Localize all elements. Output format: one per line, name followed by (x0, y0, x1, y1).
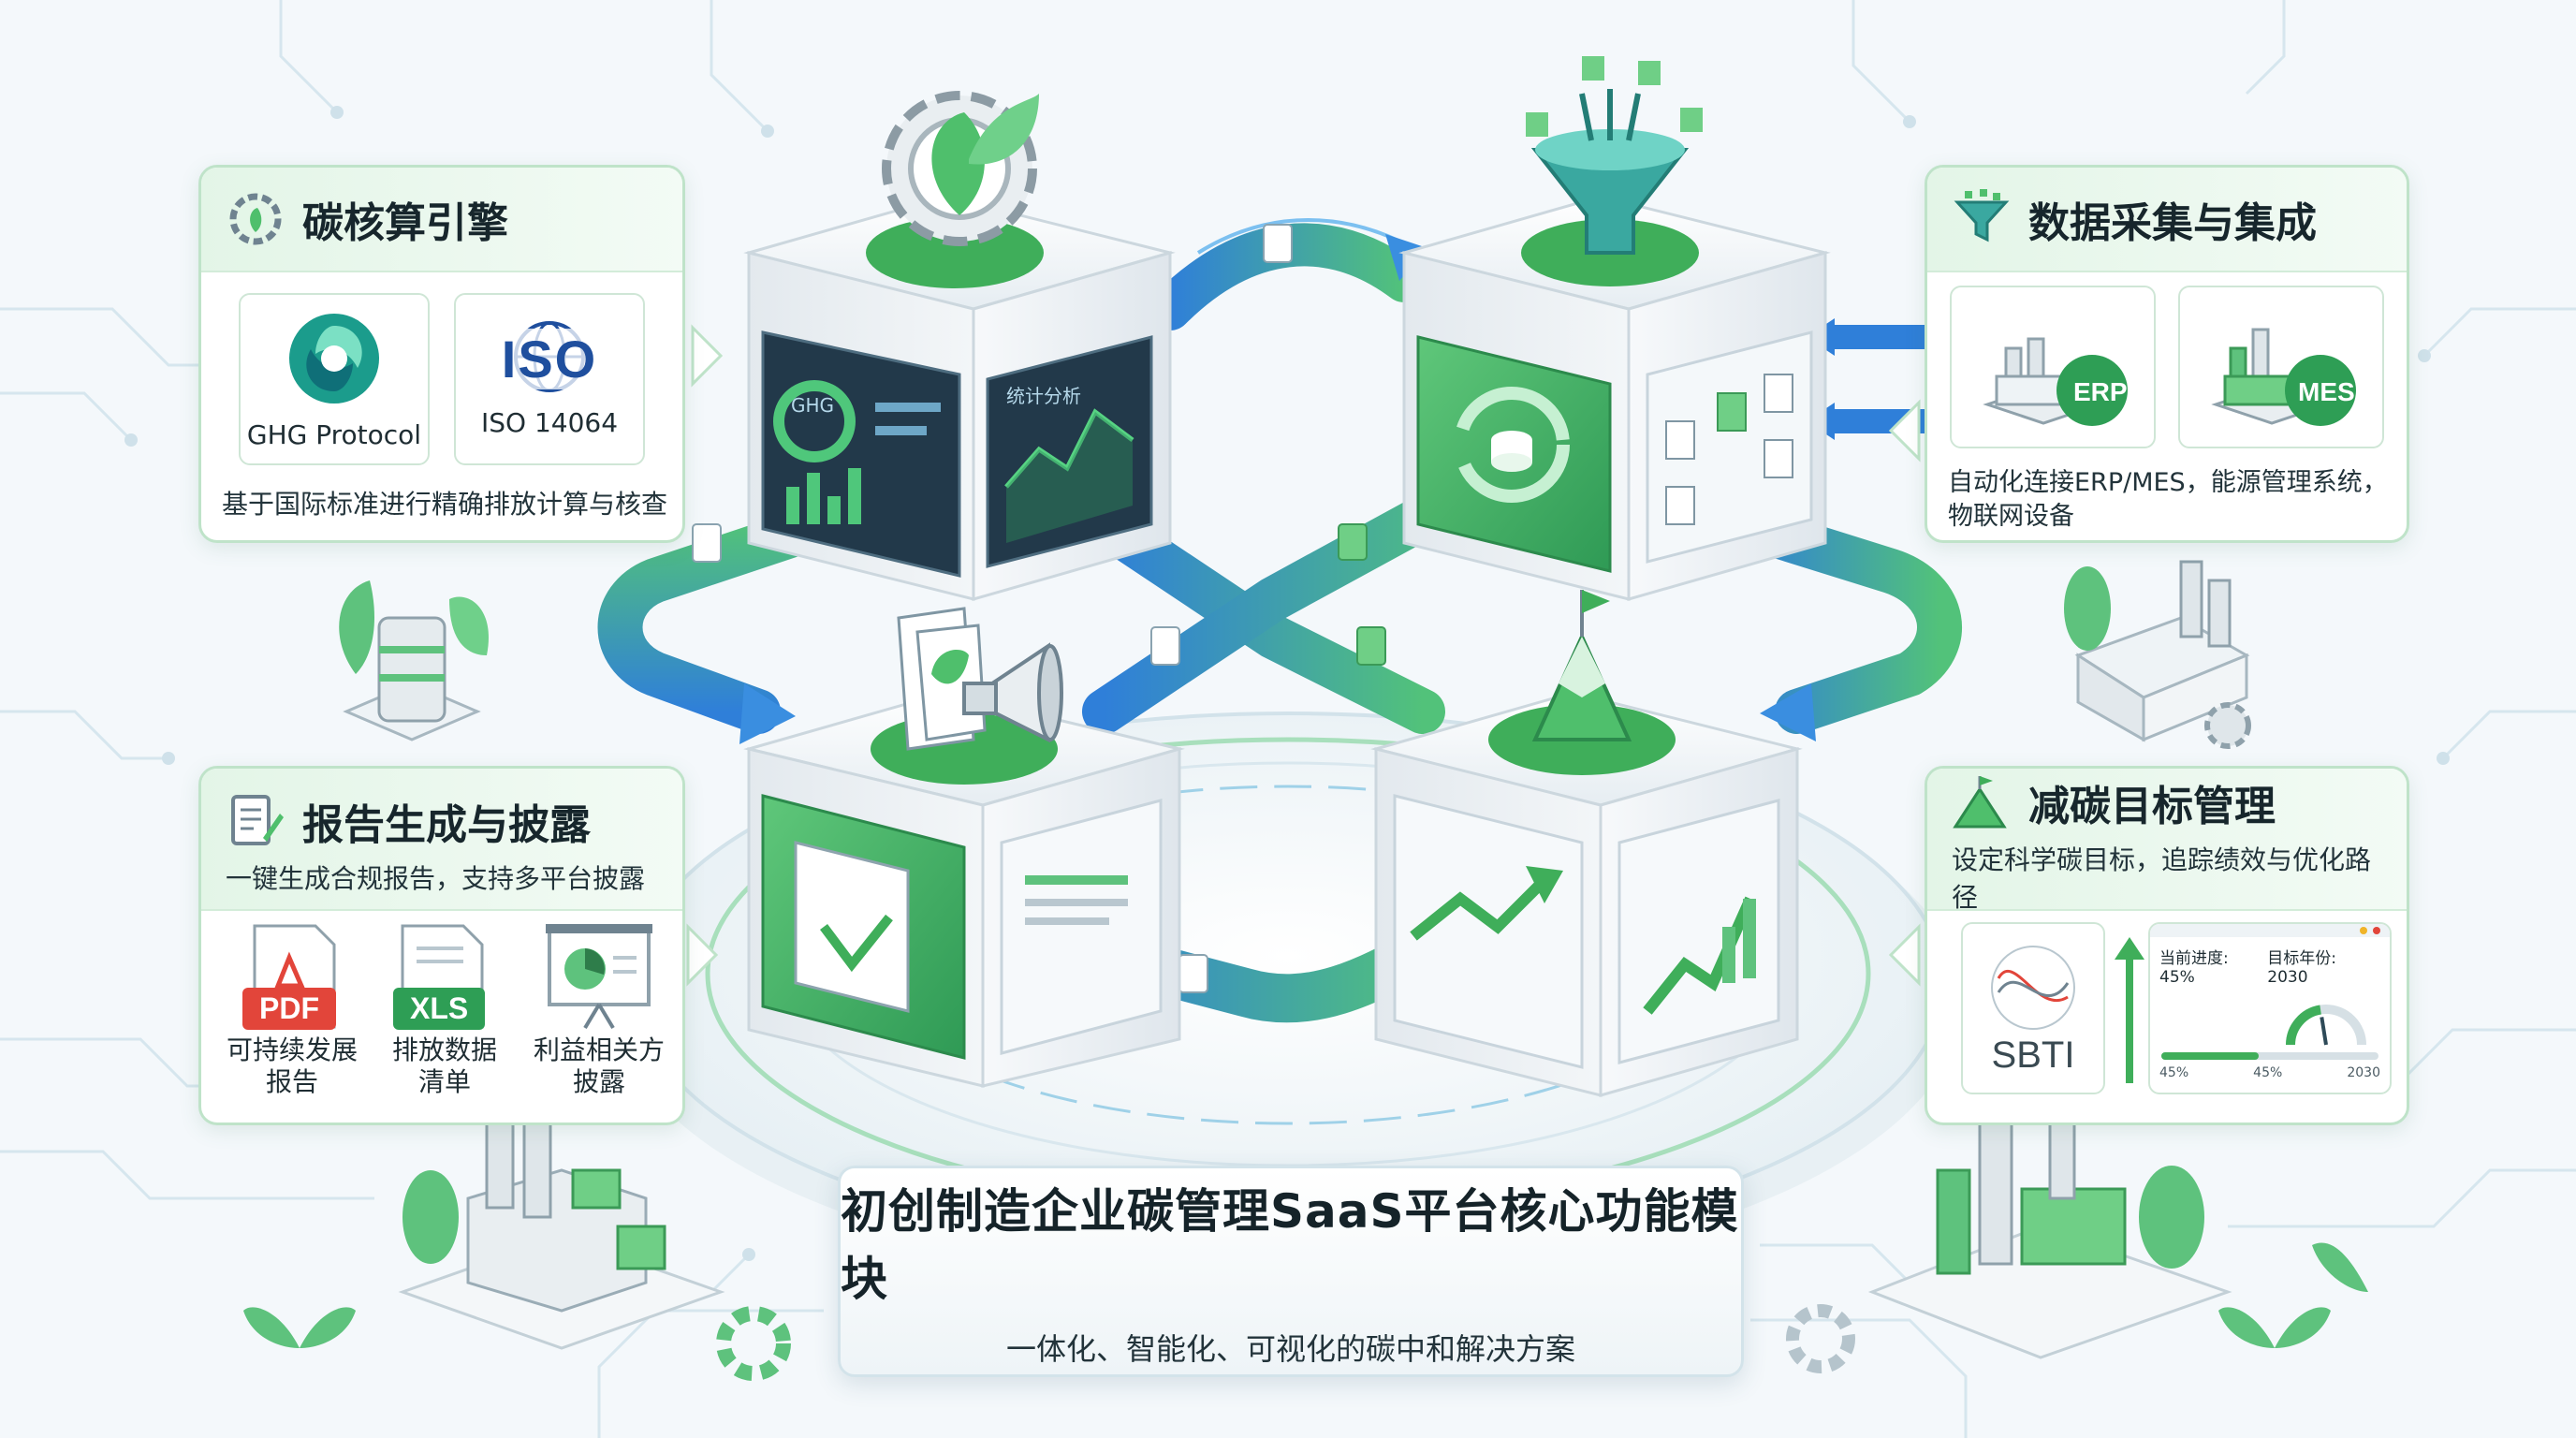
mountain-flag-icon (1953, 776, 2007, 829)
mes-badge: MES (2298, 377, 2355, 406)
gear-leaf-icon (229, 193, 282, 245)
panel-description: 一键生成合规报告，支持多平台披露 (226, 863, 646, 894)
target-year-label: 目标年份: 2030 (2267, 949, 2337, 987)
panel-description-line2: 物联网设备 (1948, 502, 2074, 531)
progress-bar-fill (2161, 1052, 2260, 1060)
panel-title: 数据采集与集成 (2028, 199, 2317, 247)
panel-report: 报告生成与披露 一键生成合规报告，支持多平台披露 PDF 可持续发展 报告 XL… (198, 766, 685, 1125)
document-item-pdf: PDF 可持续发展 报告 (222, 920, 362, 1117)
presentation-board-icon (546, 924, 652, 1030)
footer-subtitle: 一体化、智能化、可视化的碳中和解决方案 (1005, 1331, 1575, 1367)
progress-bar (2161, 1052, 2378, 1060)
up-arrow-icon (2115, 937, 2144, 1083)
cube-carbon-engine (743, 91, 1176, 601)
sbti-logo-icon (1991, 945, 2075, 1030)
stats-screen-label: 统计分析 (1006, 385, 1081, 407)
system-card-mes: MES (2178, 286, 2384, 448)
footer-banner: 初创制造企业碳管理SaaS平台核心功能模块 一体化、智能化、可视化的碳中和解决方… (838, 1166, 1744, 1377)
panel-report-header: 报告生成与披露 一键生成合规报告，支持多平台披露 (201, 769, 682, 911)
panel-title: 碳核算引擎 (302, 199, 508, 247)
standard-label: ISO 14064 (480, 407, 619, 438)
footer-title: 初创制造企业碳管理SaaS平台核心功能模块 (841, 1184, 1739, 1306)
standard-label: GHG Protocol (246, 419, 422, 450)
scale-label: 2030 (2347, 1065, 2380, 1080)
dashboard-titlebar (2150, 924, 2390, 937)
progress-gauge (2286, 1005, 2366, 1046)
document-label: 利益相关方 披露 (533, 1034, 665, 1097)
cube-data-integration (1398, 56, 1831, 601)
cube-reduction-target (1370, 590, 1803, 1097)
panel-carbon-engine: 碳核算引擎 GHG Protocol ISO ISO 14064 基于国际标准进… (198, 165, 685, 543)
cube-report (743, 607, 1185, 1088)
document-label: 排放数据 清单 (391, 1034, 497, 1097)
gear-decoration (716, 1304, 1855, 1381)
panel-description: 设定科学碳目标，追踪绩效与优化路径 (1952, 844, 2372, 913)
scale-label: 45% (2253, 1065, 2283, 1080)
mes-factory-icon (2211, 328, 2356, 426)
sbti-card: SBTI (1961, 922, 2105, 1094)
progress-label: 当前进度: 45% (2159, 949, 2229, 987)
panel-title: 报告生成与披露 (302, 801, 591, 849)
progress-dashboard: 当前进度: 45% 目标年份: 2030 45% 45% 2030 (2148, 922, 2392, 1094)
panel-title: 减碳目标管理 (2028, 783, 2276, 830)
panel-reduction-target: 减碳目标管理 设定科学碳目标，追踪绩效与优化路径 SBTI 当前进度: 45% … (1925, 766, 2409, 1125)
panel-description: 基于国际标准进行精确排放计算与核查 (222, 489, 668, 520)
ghg-protocol-logo-icon (289, 314, 379, 404)
panel-data-integration: 数据采集与集成 ERP MES 自动化连接ERP/MES，能源管理系统， 物联网… (1925, 165, 2409, 543)
document-label: 可持续发展 报告 (226, 1034, 358, 1097)
document-item-stakeholder: 利益相关方 披露 (529, 920, 669, 1117)
factory-right-middle (2064, 560, 2251, 749)
panel-description-line1: 自动化连接ERP/MES，能源管理系统， (1948, 468, 2388, 497)
xls-badge: XLS (393, 988, 486, 1030)
document-item-xls: XLS 排放数据 清单 (374, 920, 515, 1117)
ghg-screen-label: GHG (791, 394, 834, 417)
panel-carbon-engine-header: 碳核算引擎 (201, 168, 682, 272)
standard-card-iso: ISO ISO 14064 (454, 293, 645, 465)
scale-label: 45% (2159, 1065, 2189, 1080)
server-plant-left (339, 580, 489, 741)
panel-data-integration-header: 数据采集与集成 (1927, 168, 2407, 272)
system-card-erp: ERP (1950, 286, 2156, 448)
factory-bottom-right (1867, 1103, 2232, 1359)
report-edit-icon (231, 795, 284, 845)
plant-sprouts (243, 1242, 2368, 1348)
panel-reduction-target-header: 减碳目标管理 设定科学碳目标，追踪绩效与优化路径 (1927, 769, 2407, 913)
iso-logo-icon: ISO (484, 319, 615, 394)
erp-badge: ERP (2073, 377, 2128, 406)
funnel-icon (1954, 189, 2010, 242)
flow-arrows (597, 218, 1962, 1023)
erp-factory-icon (1983, 337, 2128, 426)
standard-card-ghg: GHG Protocol (239, 293, 430, 465)
pdf-badge: PDF (242, 988, 336, 1030)
sbti-label: SBTI (1991, 1034, 2075, 1076)
